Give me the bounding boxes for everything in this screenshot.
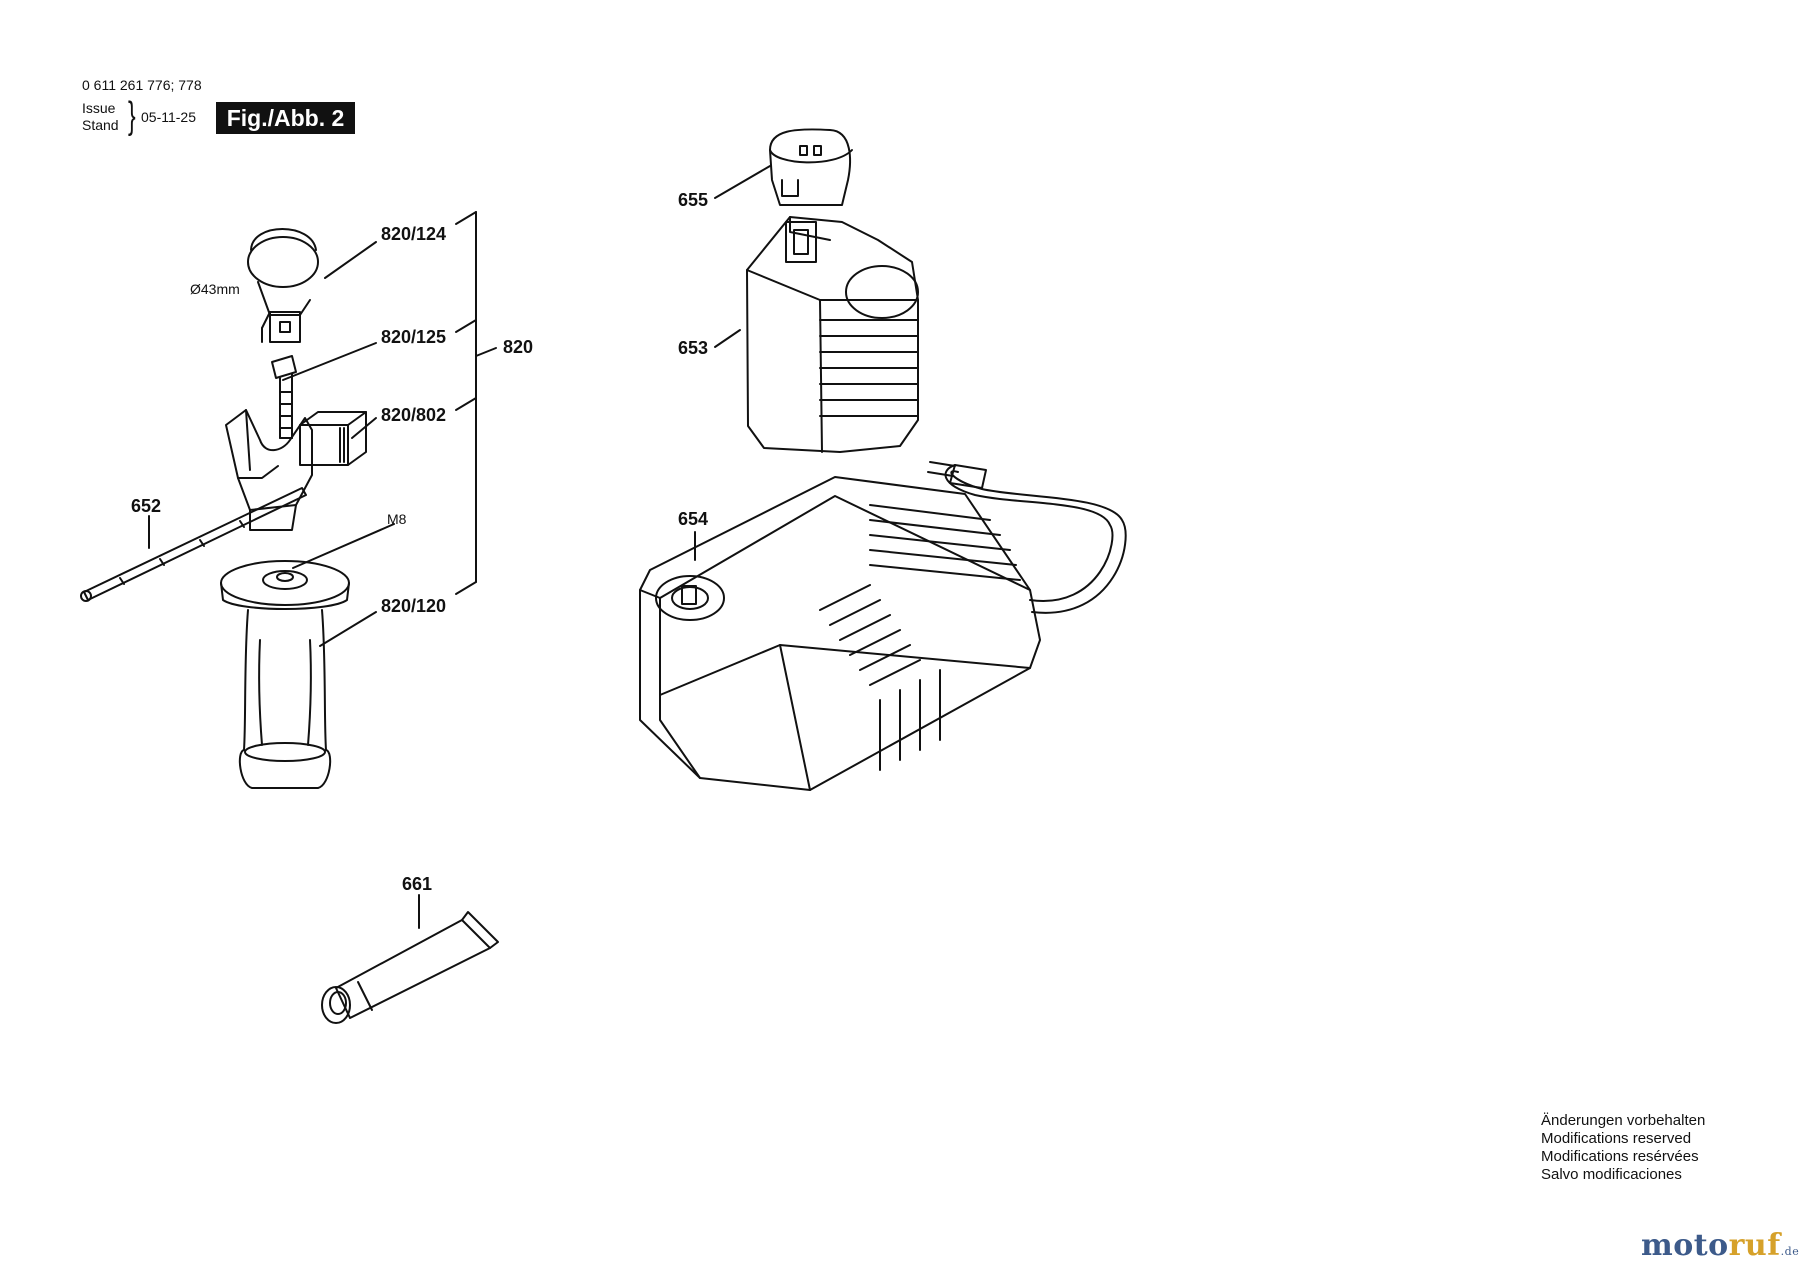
thread-annotation: M8 [387, 511, 407, 527]
watermark-part-b: ruf [1728, 1228, 1781, 1263]
grease-tube-part [321, 911, 499, 1024]
callout-820-124: 820/124 [381, 224, 447, 244]
callout-653: 653 [678, 338, 709, 358]
battery-pack-part [746, 216, 919, 453]
battery-cap-part [769, 128, 853, 206]
callout-820-125: 820/125 [381, 327, 447, 347]
side-handle-part [220, 560, 350, 789]
clamp-holder-part [225, 409, 367, 531]
figure-label: Fig./Abb. 2 [216, 102, 355, 134]
callout-820-802: 820/802 [381, 405, 447, 425]
watermark-part-a: moto [1641, 1228, 1729, 1263]
part-number: 0 611 261 776; 778 [82, 77, 202, 93]
note-german: Änderungen vorbehalten [1541, 1112, 1706, 1129]
callout-820: 820 [503, 337, 534, 357]
charger-part [639, 476, 1041, 791]
modification-notes: Änderungen vorbehalten Modifications res… [1541, 1112, 1705, 1184]
watermark-suffix: .de [1780, 1245, 1800, 1258]
callout-655: 655 [678, 190, 709, 210]
callout-661: 661 [402, 874, 433, 894]
stand-label: Stand [82, 117, 119, 133]
depth-rod-part [80, 487, 307, 602]
motoruf-watermark: motoruf.de [1641, 1228, 1799, 1263]
callout-652: 652 [131, 496, 162, 516]
note-french: Modifications resérvées [1541, 1148, 1699, 1165]
diameter-annotation: Ø43mm [190, 281, 240, 297]
brace-glyph: } [128, 95, 136, 137]
issue-label: Issue [82, 100, 116, 116]
issue-date: 05-11-25 [141, 109, 197, 125]
bolt-part [271, 355, 297, 439]
callout-820-120: 820/120 [381, 596, 447, 616]
clamp-ring-part [247, 228, 319, 343]
callout-654: 654 [678, 509, 709, 529]
power-cord-part [927, 461, 1127, 614]
note-english: Modifications reserved [1541, 1130, 1692, 1147]
leader-lines [148, 165, 771, 929]
note-spanish: Salvo modificaciones [1541, 1166, 1682, 1183]
issue-stand-label: Issue Stand [82, 100, 119, 134]
bracket-820 [455, 211, 497, 595]
